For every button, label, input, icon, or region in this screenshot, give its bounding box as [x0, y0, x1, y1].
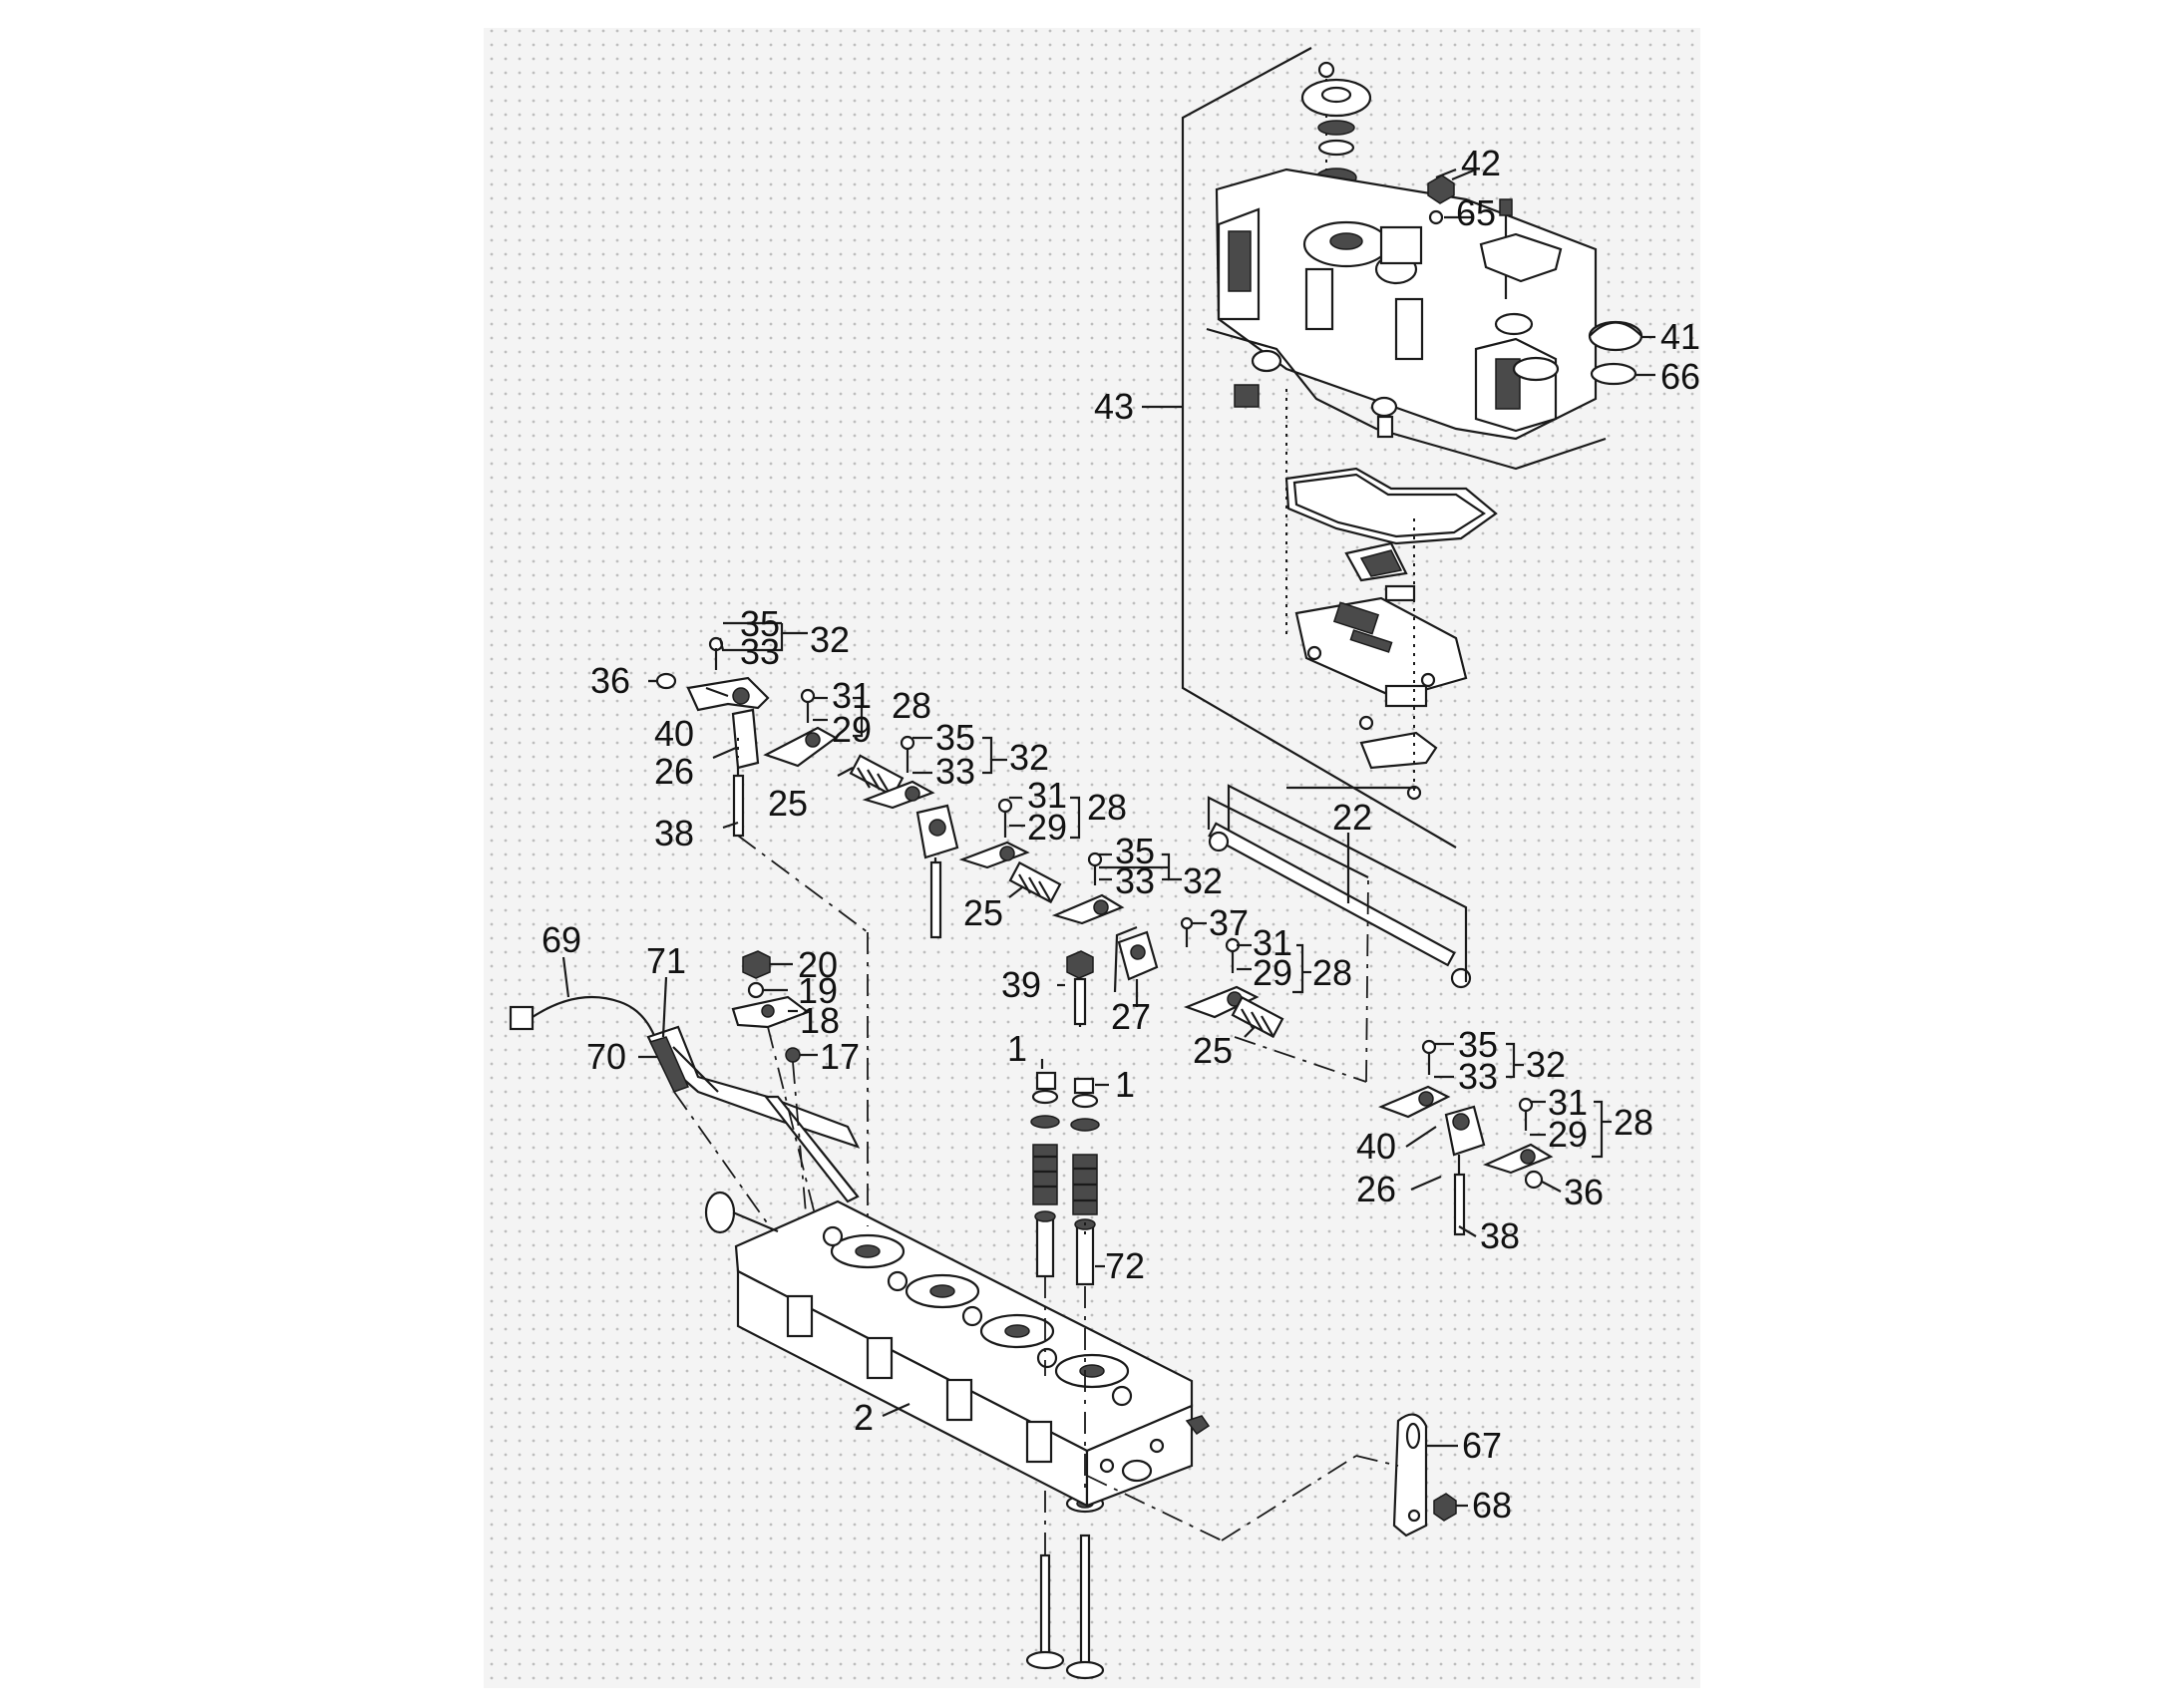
callout-35d: 35	[1458, 1024, 1498, 1065]
callout-26b: 26	[1356, 1169, 1396, 1209]
callout-25a: 25	[768, 783, 808, 824]
callout-71: 71	[646, 940, 686, 981]
callout-69: 69	[542, 919, 581, 960]
callout-33d: 33	[1458, 1056, 1498, 1097]
callout-32b: 32	[1009, 737, 1049, 778]
callout-26a: 26	[654, 751, 694, 792]
callout-38a: 38	[654, 813, 694, 854]
callout-31d: 31	[1548, 1082, 1588, 1123]
spring-25c	[1231, 995, 1284, 1039]
callout-1b: 1	[1115, 1064, 1135, 1105]
rocker-set-2	[915, 798, 1125, 939]
spring-25a	[849, 754, 905, 798]
callout-29d: 29	[1548, 1114, 1588, 1155]
valve-cover-assembly	[1142, 47, 1655, 849]
callout-32c: 32	[1183, 860, 1223, 901]
callout-66: 66	[1660, 356, 1700, 397]
callout-31a: 31	[832, 675, 872, 716]
callout-27: 27	[1111, 996, 1151, 1037]
callout-68: 68	[1472, 1485, 1512, 1526]
callout-33c: 33	[1115, 860, 1155, 901]
callout-17: 17	[820, 1036, 860, 1077]
callout-39: 39	[1001, 964, 1041, 1005]
callout-28a: 28	[892, 685, 931, 726]
callout-41: 41	[1660, 316, 1700, 357]
callout-32a: 32	[810, 619, 850, 660]
callout-29c: 29	[1253, 952, 1292, 993]
rocker-set-4	[1378, 1039, 1554, 1236]
callout-22: 22	[1332, 797, 1372, 838]
callout-28d: 28	[1614, 1102, 1653, 1143]
callout-18: 18	[800, 1000, 840, 1041]
callout-28c: 28	[1312, 952, 1352, 993]
callout-31b: 31	[1027, 775, 1067, 816]
lifting-bracket	[1392, 1413, 1457, 1537]
callout-36a: 36	[590, 660, 630, 701]
callout-40a: 40	[654, 713, 694, 754]
callout-70: 70	[586, 1036, 626, 1077]
rocker-set-3	[1066, 916, 1284, 1039]
callout-32d: 32	[1526, 1044, 1566, 1085]
callout-72: 72	[1105, 1245, 1145, 1286]
valves-and-springs	[1025, 1071, 1105, 1680]
callout-35b: 35	[935, 717, 975, 758]
callout-65: 65	[1456, 192, 1496, 233]
callout-43: 43	[1094, 386, 1134, 427]
assembly-guide-lines	[737, 835, 1399, 1541]
callout-leader-lines	[561, 168, 1612, 1508]
cylinder-head	[704, 1191, 1211, 1508]
callout-25b: 25	[963, 892, 1003, 933]
rocker-shaft	[1207, 784, 1472, 989]
callout-29b: 29	[1027, 807, 1067, 848]
callout-42: 42	[1461, 143, 1501, 183]
callout-31c: 31	[1253, 922, 1292, 963]
callout-67: 67	[1462, 1425, 1502, 1466]
callout-37: 37	[1209, 902, 1249, 943]
callout-1a: 1	[1007, 1028, 1027, 1069]
callout-35a: 35	[740, 603, 780, 644]
callout-2: 2	[854, 1397, 874, 1438]
spring-25b	[1008, 860, 1062, 904]
callout-36b: 36	[1564, 1172, 1604, 1212]
callout-40b: 40	[1356, 1126, 1396, 1167]
callout-35c: 35	[1115, 831, 1155, 871]
callout-33b: 33	[935, 751, 975, 792]
callout-38b: 38	[1480, 1215, 1520, 1256]
callout-33a: 33	[740, 631, 780, 672]
callout-28b: 28	[1087, 787, 1127, 828]
rocker-set-1	[648, 636, 935, 838]
callout-labels: 42 65 41 66 43 35 32 33 36 40 26 38 31 2…	[542, 143, 1700, 1526]
callout-25c: 25	[1193, 1030, 1233, 1071]
callout-19: 19	[798, 970, 838, 1011]
callout-29a: 29	[832, 709, 872, 750]
callout-20: 20	[798, 944, 838, 985]
